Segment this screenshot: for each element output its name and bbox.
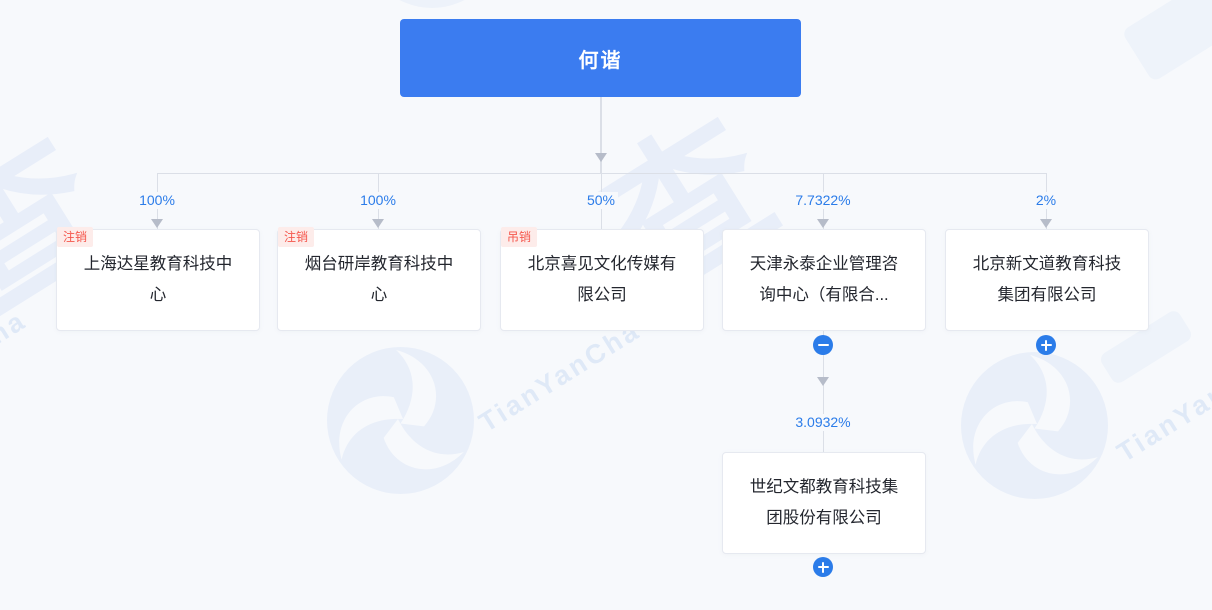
company-name: 北京喜见文化传媒有限公司 [527,255,677,304]
arrowhead-down-icon [1040,219,1052,228]
share-percent-label: 100% [136,192,178,209]
root-shareholder-name: 何谐 [578,49,623,72]
company-name: 烟台研岸教育科技中心 [304,255,454,304]
company-node[interactable]: 注销 烟台研岸教育科技中心 [277,227,481,331]
status-badge: 注销 [57,227,94,247]
arrowhead-down-icon [817,377,829,386]
watermark-latin-text: TianYanCha [0,304,32,428]
watermark-fragment [1121,0,1212,83]
company-node[interactable]: 吊销 北京喜见文化传媒有限公司 [500,227,704,331]
connector-root-vertical [600,97,602,173]
company-node[interactable]: 北京新文道教育科技集团有限公司 [945,229,1149,331]
collapse-button[interactable] [813,335,833,355]
share-percent-label: 7.7322% [792,192,854,209]
arrowhead-down-icon [151,219,163,228]
tianyancha-swirl-icon [961,352,1108,499]
company-name: 天津永泰企业管理咨询中心（有限合... [749,255,899,304]
company-name: 北京新文道教育科技集团有限公司 [972,255,1122,304]
watermark-latin-text: TianYanCha [473,314,646,438]
root-shareholder-node[interactable]: 何谐 [400,19,801,97]
status-badge: 注销 [278,227,315,247]
minus-icon [817,343,829,347]
company-node[interactable]: 注销 上海达星教育科技中心 [56,227,260,331]
expand-button[interactable] [813,557,833,577]
connector-sub-branch [823,329,824,452]
arrowhead-down-icon [372,219,384,228]
watermark-latin-text: TianYanCha [1111,344,1212,468]
connector-horizontal [157,173,1047,174]
expand-button[interactable] [1036,335,1056,355]
share-percent-label: 2% [1032,192,1060,209]
company-name: 世纪文都教育科技集团股份有限公司 [749,478,899,527]
share-percent-label: 100% [357,192,399,209]
company-node[interactable]: 天津永泰企业管理咨询中心（有限合... [722,229,926,331]
company-name: 上海达星教育科技中心 [83,255,233,304]
share-percent-label: 3.0932% [792,414,854,431]
status-badge: 吊销 [501,227,538,247]
arrowhead-down-icon [595,153,607,162]
company-node[interactable]: 世纪文都教育科技集团股份有限公司 [722,452,926,554]
tianyancha-swirl-icon [327,347,474,494]
share-percent-label: 50% [583,192,619,209]
arrowhead-down-icon [817,219,829,228]
tianyancha-swirl-icon [399,0,465,8]
